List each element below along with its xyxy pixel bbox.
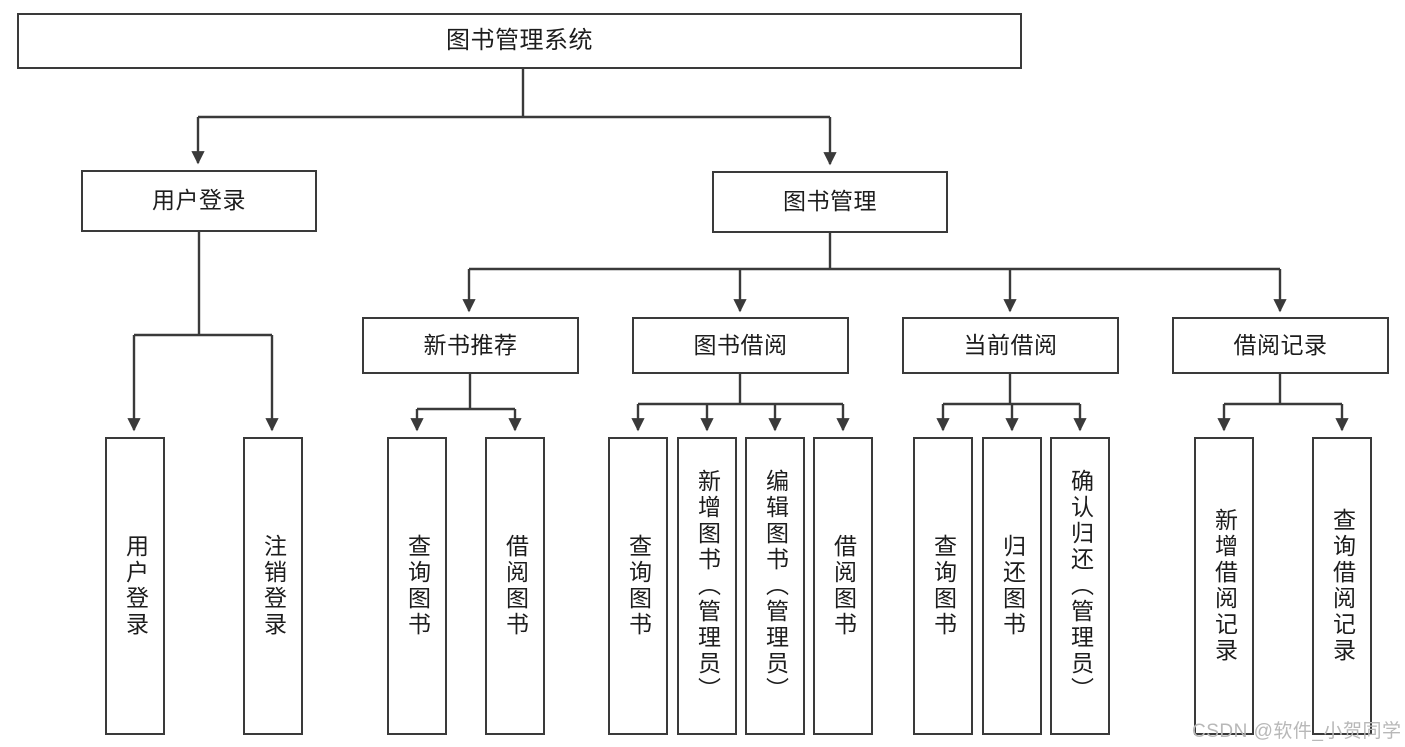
- node-leaf-borrow-book-2-label: 借阅图书: [830, 534, 857, 638]
- node-book-manage[interactable]: 图书管理: [712, 171, 948, 233]
- node-leaf-borrow-book-1[interactable]: 借阅图书: [485, 437, 545, 735]
- node-root[interactable]: 图书管理系统: [17, 13, 1022, 69]
- node-leaf-return-book-label: 归还图书: [999, 534, 1026, 638]
- node-current-borrow-label: 当前借阅: [963, 331, 1058, 358]
- node-current-borrow[interactable]: 当前借阅: [902, 317, 1119, 374]
- node-leaf-query-book-3-label: 查询图书: [930, 534, 957, 638]
- node-new-book-rec-label: 新书推荐: [423, 331, 518, 358]
- node-leaf-edit-book-label: 编辑图书（管理员）: [762, 469, 789, 703]
- node-new-book-rec[interactable]: 新书推荐: [362, 317, 579, 374]
- node-leaf-query-book-3[interactable]: 查询图书: [913, 437, 973, 735]
- node-leaf-add-book[interactable]: 新增图书（管理员）: [677, 437, 737, 735]
- node-book-borrow-label: 图书借阅: [693, 331, 788, 358]
- node-leaf-edit-book[interactable]: 编辑图书（管理员）: [745, 437, 805, 735]
- node-leaf-query-book-1-label: 查询图书: [404, 534, 431, 638]
- node-user-login-label: 用户登录: [152, 187, 246, 214]
- node-leaf-borrow-book-1-label: 借阅图书: [502, 534, 529, 638]
- node-borrow-record-label: 借阅记录: [1233, 331, 1328, 358]
- node-leaf-query-record-label: 查询借阅记录: [1329, 508, 1356, 664]
- watermark: CSDN @软件_小贺同学: [1192, 721, 1402, 742]
- node-root-label: 图书管理系统: [446, 26, 593, 54]
- node-leaf-query-record[interactable]: 查询借阅记录: [1312, 437, 1372, 735]
- node-leaf-add-record[interactable]: 新增借阅记录: [1194, 437, 1254, 735]
- node-leaf-user-logout[interactable]: 注销登录: [243, 437, 303, 735]
- node-leaf-add-record-label: 新增借阅记录: [1211, 508, 1238, 664]
- node-borrow-record[interactable]: 借阅记录: [1172, 317, 1389, 374]
- node-leaf-query-book-2[interactable]: 查询图书: [608, 437, 668, 735]
- node-leaf-confirm-return[interactable]: 确认归还（管理员）: [1050, 437, 1110, 735]
- node-leaf-user-logout-label: 注销登录: [260, 534, 287, 638]
- node-leaf-borrow-book-2[interactable]: 借阅图书: [813, 437, 873, 735]
- node-user-login[interactable]: 用户登录: [81, 170, 317, 232]
- node-book-borrow[interactable]: 图书借阅: [632, 317, 849, 374]
- node-leaf-query-book-2-label: 查询图书: [625, 534, 652, 638]
- node-leaf-user-login[interactable]: 用户登录: [105, 437, 165, 735]
- node-leaf-confirm-return-label: 确认归还（管理员）: [1067, 469, 1094, 703]
- node-book-manage-label: 图书管理: [783, 188, 877, 215]
- node-leaf-user-login-label: 用户登录: [122, 534, 149, 638]
- node-leaf-query-book-1[interactable]: 查询图书: [387, 437, 447, 735]
- node-leaf-add-book-label: 新增图书（管理员）: [694, 469, 721, 703]
- node-leaf-return-book[interactable]: 归还图书: [982, 437, 1042, 735]
